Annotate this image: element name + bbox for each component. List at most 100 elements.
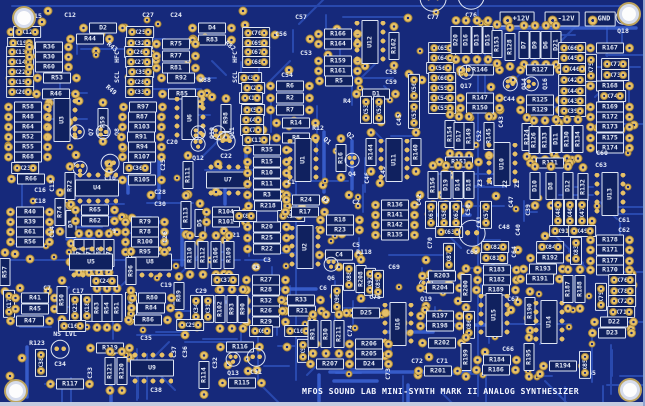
component-label: X88: [344, 271, 353, 283]
component-label: R50: [57, 294, 66, 306]
via: [327, 237, 335, 245]
component-label: X14: [14, 57, 26, 66]
component-c5: C5: [352, 242, 360, 249]
component-label: Q18: [617, 26, 629, 35]
component-label: R153: [492, 36, 501, 52]
component-x1: X1: [239, 92, 263, 104]
component-label: R150: [472, 103, 488, 112]
component-r110: R110: [184, 241, 196, 269]
via: [513, 245, 523, 255]
component-label: R94: [136, 142, 148, 151]
component-c66: C66: [502, 346, 514, 353]
component-label: X5: [249, 105, 257, 114]
component-label: R161: [330, 66, 346, 75]
component-r113: R113: [180, 201, 192, 229]
component-label: X32: [133, 38, 145, 47]
component-hfc: HFC: [112, 51, 121, 63]
component-label: U12: [365, 36, 374, 48]
via: [354, 193, 362, 201]
component-label: X54: [436, 93, 448, 102]
component-r55: R55: [4, 141, 52, 153]
component-label: X74: [606, 91, 618, 100]
component-x33: X33: [125, 86, 153, 98]
component-label: R56: [24, 237, 36, 246]
component-r75: R75: [152, 38, 200, 50]
component-r30: R30: [25, 51, 73, 63]
component-c74: C74: [346, 325, 354, 337]
component-label: Q13: [227, 368, 239, 377]
component-label: C24: [170, 10, 182, 19]
component-label: R20: [261, 222, 273, 231]
capacitor-body: [50, 339, 70, 359]
component-c44: C44: [503, 96, 515, 103]
component-label: HFC: [112, 51, 121, 63]
mounting-hole: [619, 4, 639, 24]
via: [491, 191, 501, 201]
component-r92: R92: [157, 72, 205, 84]
component-r194: R194: [539, 360, 587, 372]
component-label: R78: [139, 227, 151, 236]
component-c58: C58: [385, 69, 397, 76]
component-r114: R114: [198, 361, 210, 389]
component-r15: R15: [243, 156, 291, 168]
component-label: X78: [616, 286, 628, 295]
board-edge-right: [643, 0, 645, 406]
component-c40: C40: [513, 224, 522, 236]
component-label: Z1: [512, 180, 521, 188]
component-r117: R117: [46, 378, 94, 390]
component-u1: U1: [294, 138, 312, 182]
component-label: R22: [261, 244, 273, 253]
component-label: C34: [54, 359, 66, 368]
component-r22: R22: [243, 243, 291, 255]
component-r62: R62: [71, 215, 119, 227]
component-label: R77: [170, 51, 182, 60]
component-label: D4: [208, 23, 216, 32]
via: [345, 370, 353, 378]
component-x16: X16: [58, 320, 86, 332]
via: [154, 20, 162, 28]
component-label: X12: [21, 27, 33, 36]
component-c20: C20: [166, 139, 178, 146]
component-x36: X36: [123, 162, 151, 174]
component-r90: R90: [237, 295, 249, 323]
component-label: X52: [374, 104, 383, 116]
component-r115: R115: [218, 377, 266, 389]
component-label: R63: [92, 302, 101, 314]
component-label: X86: [464, 319, 473, 331]
component-d11: D11: [550, 125, 562, 153]
via: [513, 297, 523, 307]
component-label: C7: [43, 283, 51, 292]
component-x39: X39: [558, 105, 586, 117]
component-label: C27: [142, 10, 154, 19]
component-r95: R95: [121, 246, 169, 258]
component-label: R68: [22, 152, 34, 161]
via: [17, 353, 27, 363]
component-label: X6: [257, 326, 265, 335]
transistor-body: [190, 136, 206, 152]
component-label: R74: [55, 206, 64, 218]
component-label: R168: [602, 81, 618, 90]
component-label: R57: [0, 266, 9, 278]
component-c54: C54: [281, 72, 293, 79]
component-label: R62: [89, 216, 101, 225]
component-r7: R7: [266, 104, 314, 116]
component-r167: R167: [586, 42, 634, 54]
component-c1: C1: [287, 179, 295, 186]
component-label: R117: [62, 379, 78, 388]
component-x24: X24: [90, 275, 118, 287]
via: [43, 6, 53, 16]
component-c30: C30: [154, 201, 166, 208]
component-label: R115: [234, 378, 250, 387]
component-label: C40: [513, 224, 522, 236]
component-label: X89: [373, 278, 382, 290]
component-d4: D4: [188, 22, 236, 34]
component-label: R3: [263, 190, 271, 199]
via: [535, 290, 543, 298]
component-x56: X56: [426, 62, 454, 74]
component-label: C72: [411, 356, 423, 365]
transistor-body: [95, 124, 111, 140]
component-label: X59: [436, 83, 448, 92]
component-x72: X72: [608, 295, 636, 307]
component-c72: C72: [411, 358, 423, 365]
component-label: R21: [296, 306, 308, 315]
